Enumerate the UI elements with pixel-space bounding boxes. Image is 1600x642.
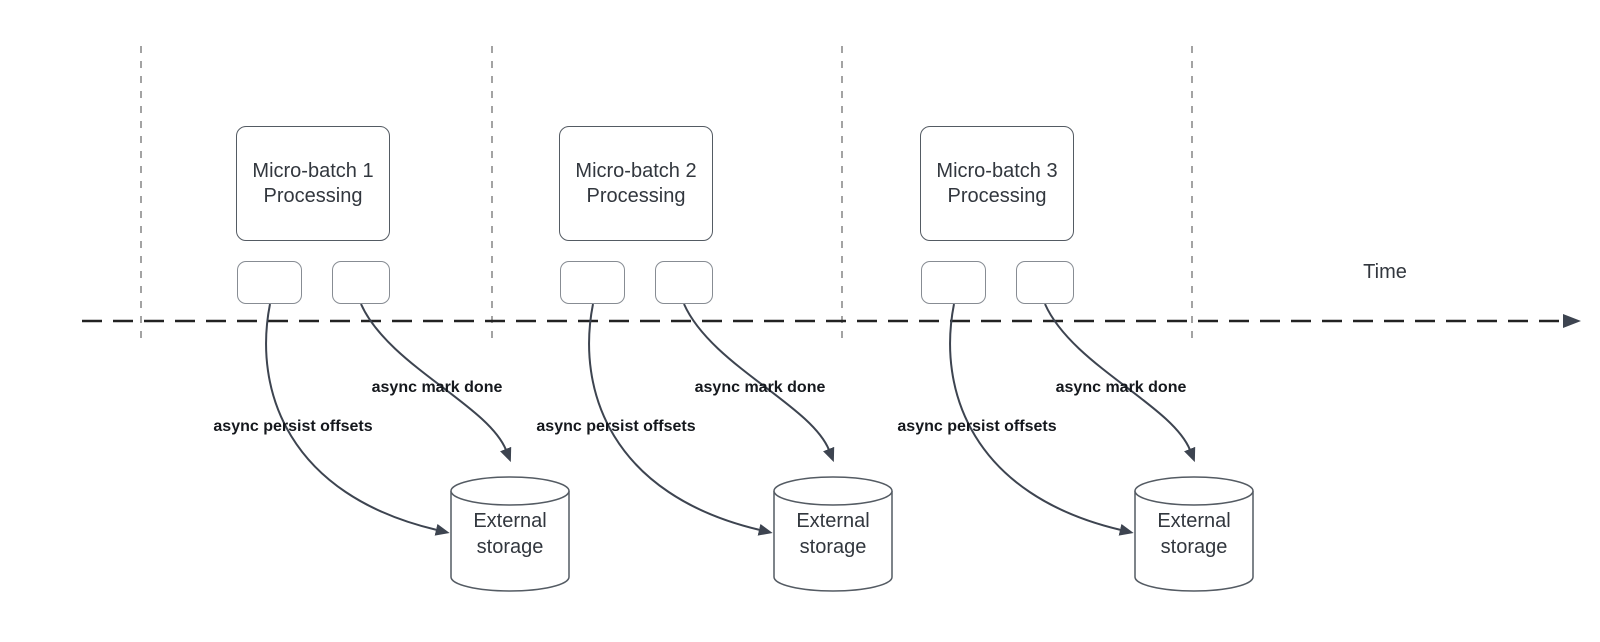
external-storage-cylinder-body (450, 491, 570, 592)
persist-offsets-port-box (921, 261, 986, 304)
mark-done-port-box (332, 261, 390, 304)
async-mark-done-label: async mark done (1055, 379, 1187, 396)
async-mark-done-arrow (360, 303, 512, 463)
async-mark-done-arrow (683, 303, 835, 463)
async-persist-offsets-arrow (588, 303, 773, 536)
mark-done-port-box (1016, 261, 1074, 304)
micro-batch-processing-box: Micro-batch 1 Processing (236, 126, 390, 241)
micro-batch-processing-box: Micro-batch 2 Processing (559, 126, 713, 241)
micro-batch-title: Micro-batch 3 Processing (936, 159, 1058, 207)
async-persist-offsets-arrow (265, 303, 450, 536)
external-storage-label: External storage (796, 510, 870, 558)
persist-offsets-port-box (560, 261, 625, 304)
async-persist-offsets-label: async persist offsets (536, 418, 696, 435)
time-axis-arrowhead-icon (1563, 314, 1581, 328)
async-mark-done-label: async mark done (694, 379, 826, 396)
external-storage-cylinder-body (1134, 491, 1254, 592)
micro-batch-title: Micro-batch 2 Processing (575, 159, 697, 207)
async-persist-offsets-label: async persist offsets (897, 418, 1057, 435)
external-storage-cylinder-top (773, 476, 893, 506)
external-storage-label: External storage (1157, 510, 1231, 558)
async-mark-done-arrow (1044, 303, 1196, 463)
async-persist-offsets-arrow (949, 303, 1134, 536)
persist-offsets-port-box (237, 261, 302, 304)
async-mark-done-label: async mark done (371, 379, 503, 396)
external-storage-label: External storage (473, 510, 547, 558)
time-axis-label: Time (1363, 261, 1407, 283)
micro-batch-processing-box: Micro-batch 3 Processing (920, 126, 1074, 241)
external-storage-cylinder-top (1134, 476, 1254, 506)
micro-batch-title: Micro-batch 1 Processing (252, 159, 374, 207)
external-storage-cylinder-body (773, 491, 893, 592)
external-storage-cylinder-top (450, 476, 570, 506)
async-persist-offsets-label: async persist offsets (213, 418, 373, 435)
mark-done-port-box (655, 261, 713, 304)
